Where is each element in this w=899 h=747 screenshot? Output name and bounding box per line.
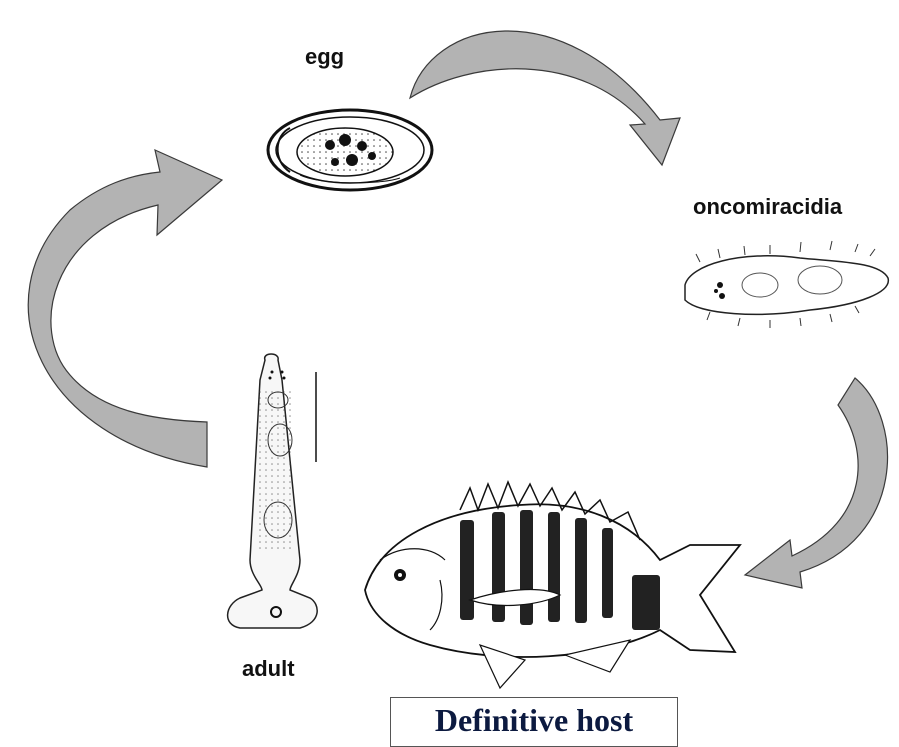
egg-illustration bbox=[268, 110, 432, 190]
egg-label: egg bbox=[305, 44, 344, 70]
adult-label: adult bbox=[242, 656, 295, 682]
cycle-arrow-adult-to-egg bbox=[28, 150, 222, 467]
oncomiracidium-larva-illustration bbox=[685, 241, 888, 328]
cycle-arrow-egg-to-oncomiracidia bbox=[410, 31, 680, 165]
adult-monogenean-illustration bbox=[228, 354, 318, 628]
cycle-arrow-oncomiracidia-to-host bbox=[745, 378, 887, 588]
definitive-host-label: Definitive host bbox=[391, 702, 677, 739]
oncomiracidia-label: oncomiracidia bbox=[693, 194, 842, 220]
fish-illustration bbox=[365, 482, 740, 688]
